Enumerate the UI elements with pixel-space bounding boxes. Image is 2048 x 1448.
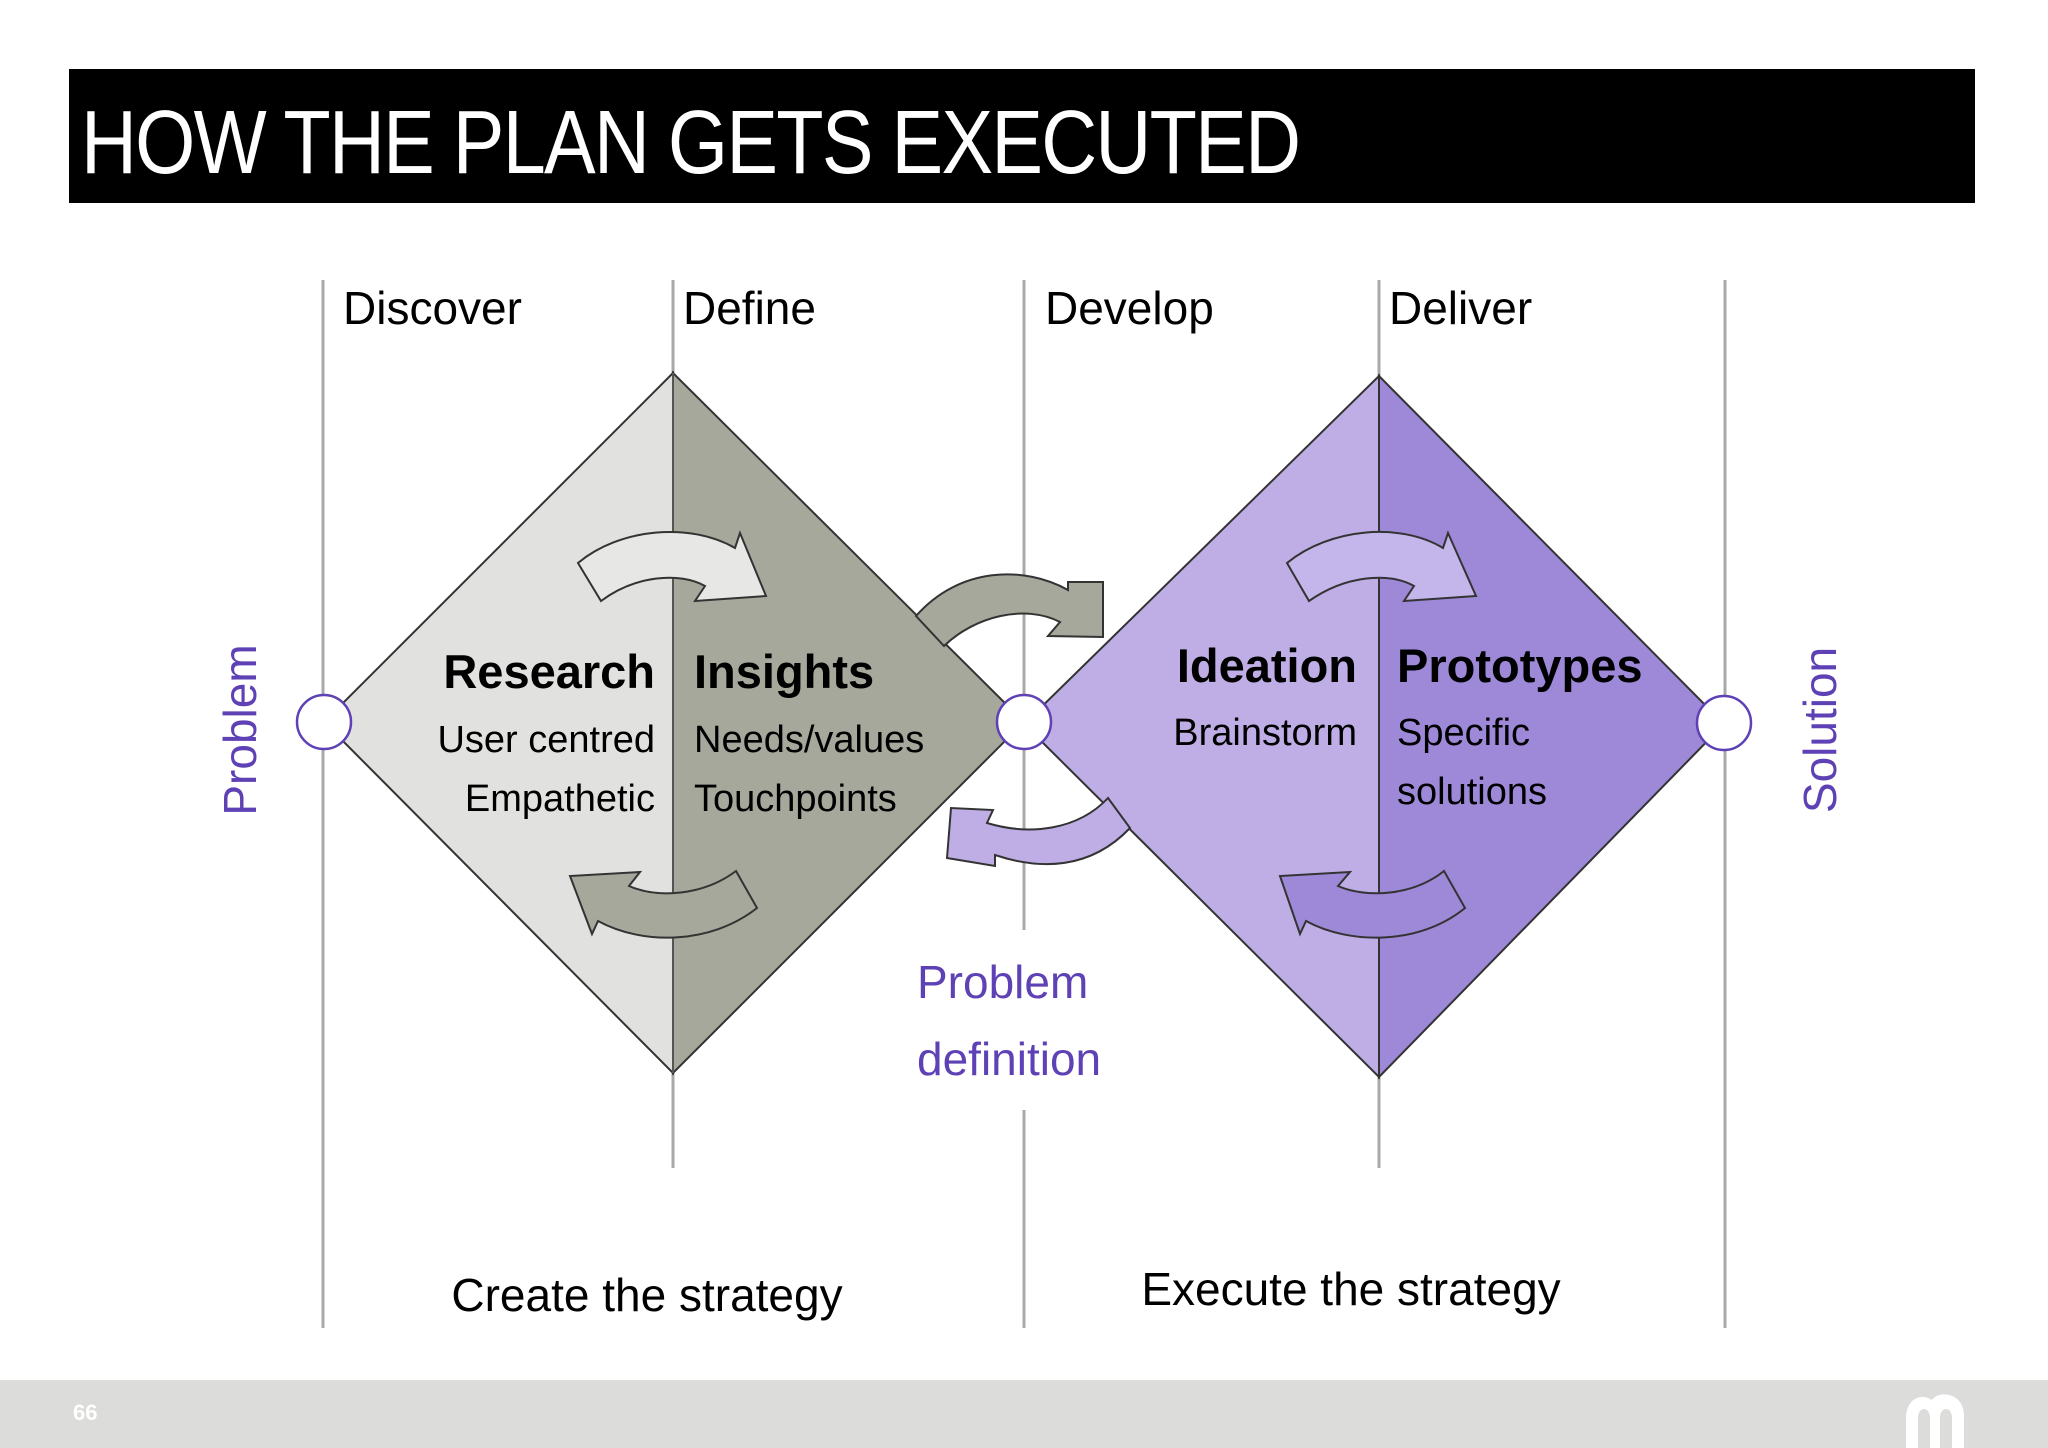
research-line-1: User centred [437,719,655,761]
research-heading: Research [443,645,655,698]
ideation-heading: Ideation [1177,639,1357,692]
research-line-2: Empathetic [465,778,655,820]
curved-arrow-icon [576,530,768,603]
diamond-develop-deliver [1022,373,1726,1080]
insights-heading: Insights [694,645,874,698]
curved-arrow-icon [914,573,1104,648]
node-end [1695,694,1753,752]
problem-definition-line-1: Problem [917,956,1088,1008]
prototypes-line-2: solutions [1397,771,1547,813]
node-circles [295,693,1753,752]
curved-arrow-icon [1285,530,1478,603]
curved-arrow-icon [1278,869,1467,939]
problem-definition-line-2: definition [917,1033,1101,1085]
ideation-line-1: Brainstorm [1173,712,1357,754]
problem-side-label: Problem [214,644,266,815]
node-middle [995,693,1053,751]
phase-label-deliver: Deliver [1389,282,1532,334]
curved-arrow-icon [945,796,1132,868]
page-title: HOW THE PLAN GETS EXECUTED [81,93,1301,193]
solution-side-label: Solution [1794,647,1846,813]
page-number: 66 [73,1400,98,1425]
phase-label-develop: Develop [1045,282,1214,334]
curved-arrow-icon [568,869,759,939]
brand-logo-icon [1906,1394,1964,1448]
prototypes-heading: Prototypes [1397,639,1643,692]
phase-label-define: Define [683,282,816,334]
footer-bar: 66 [0,1380,2048,1448]
prototypes-line-1: Specific [1397,712,1530,754]
insights-line-1: Needs/values [694,719,924,761]
insights-line-2: Touchpoints [694,778,897,820]
execute-strategy-label: Execute the strategy [1141,1263,1560,1315]
title-bar: HOW THE PLAN GETS EXECUTED [69,69,1975,203]
node-start [295,693,353,751]
create-strategy-label: Create the strategy [451,1269,842,1321]
phase-label-discover: Discover [343,282,522,334]
